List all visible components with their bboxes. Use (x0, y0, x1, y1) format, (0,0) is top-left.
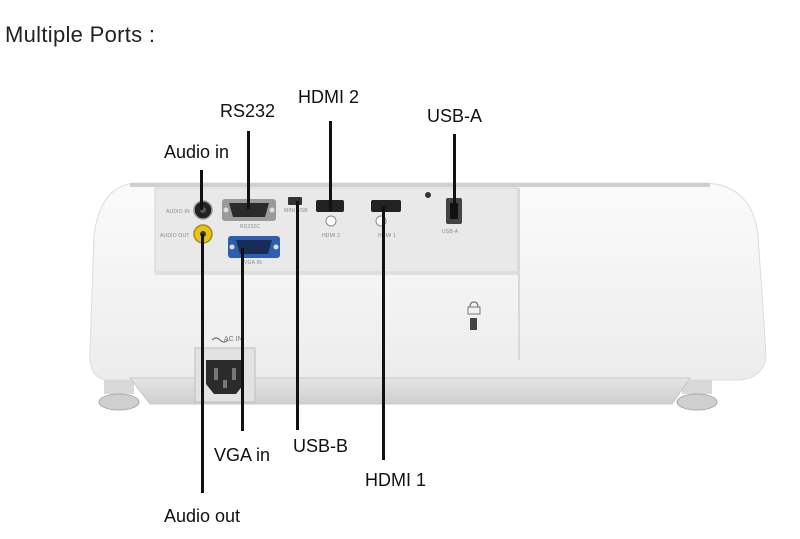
leader-vga-in (241, 248, 244, 431)
vga-port (228, 236, 280, 258)
callout-audio-in: Audio in (164, 142, 230, 162)
panel-label-rs232c: RS232C (240, 224, 261, 230)
rs232-port (222, 199, 276, 221)
callout-usb-b: USB-B (293, 436, 349, 456)
callout-usb-a: USB-A (427, 106, 483, 126)
panel-label-hdmi1: HDMI 1 (378, 233, 397, 239)
ac-wave-icon (211, 337, 229, 343)
leader-audio-out (201, 234, 204, 493)
indicator-icon (425, 192, 431, 198)
leader-hdmi1 (382, 206, 385, 460)
callout-vga-in: VGA in (214, 445, 271, 465)
panel-label-hdmi2: HDMI 2 (322, 233, 341, 239)
leader-hdmi2 (329, 121, 332, 211)
lock-icon (467, 301, 481, 330)
leader-rs232 (247, 131, 250, 209)
panel-label-audio-out: AUDIO OUT (160, 233, 190, 239)
callout-rs232: RS232 (220, 101, 276, 121)
callout-audio-out: Audio out (164, 506, 241, 526)
leader-audio-in (200, 170, 203, 210)
panel-label-vga-in: VGA IN (244, 260, 262, 266)
ac-in-socket (194, 337, 256, 403)
panel-label-usb-a: USB-A (442, 229, 459, 235)
panel-label-ac-in: AC IN (224, 336, 243, 343)
panel-label-mini-usb: MINI USB (284, 208, 308, 214)
callout-hdmi1: HDMI 1 (365, 470, 427, 490)
page-title: Multiple Ports : (5, 22, 156, 47)
panel-label-audio-in: AUDIO IN (166, 209, 190, 215)
leader-usb-b (296, 201, 299, 430)
audio-in-jack (193, 200, 213, 220)
callout-hdmi2: HDMI 2 (298, 87, 360, 107)
usb-b-port (288, 197, 302, 205)
leader-usb-a (453, 134, 456, 212)
projector-base (128, 377, 691, 405)
